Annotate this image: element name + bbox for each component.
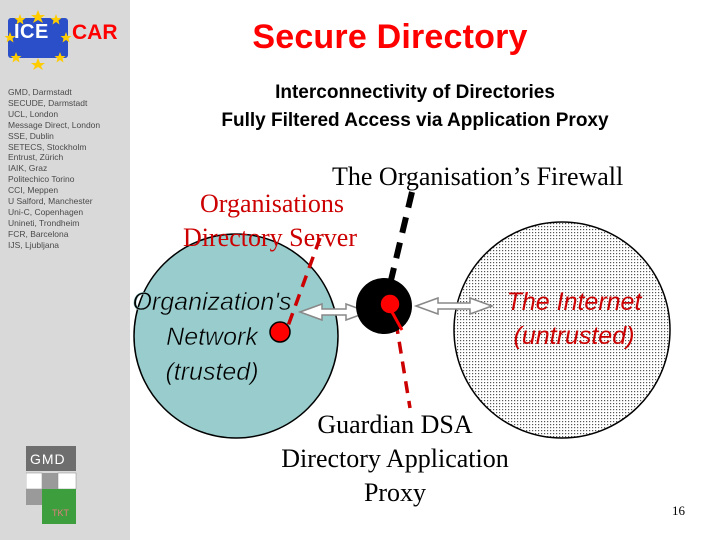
partner-item: Politechico Torino (8, 174, 75, 185)
guardian-pointer-line (394, 321, 412, 409)
guardian-dsa-tick (390, 311, 404, 331)
logo-blue-block (8, 18, 68, 58)
partner-list: GMD, Darmstadt SECUDE, Darmstadt UCL, Lo… (8, 87, 128, 251)
ice-car-logo (4, 10, 72, 70)
partner-item: Unineti, Trondheim (8, 217, 80, 228)
internet-circle (453, 221, 671, 439)
guardian-label-line-1: Guardian DSA (317, 410, 473, 439)
partner-item: GMD, Darmstadt (8, 87, 72, 97)
subtitle-line-2: Fully Filtered Access via Application Pr… (221, 110, 609, 131)
logo-car-text: CAR (72, 21, 118, 44)
slide-title: Secure Directory (252, 18, 528, 56)
guardian-label-line-3: Proxy (363, 478, 427, 507)
directory-server-pointer-line (286, 237, 322, 327)
logo-ice-text: ICE (14, 21, 49, 43)
partner-item: SSE, Dublin (8, 130, 54, 141)
partner-item: SECUDE, Darmstadt (8, 97, 88, 108)
guardian-label-line-2: Directory Application (281, 444, 509, 473)
org-network-label-line-1: Organization's (132, 288, 292, 317)
partner-item: IJS, Ljubljana (8, 239, 60, 250)
partner-item: Message Direct, London (8, 119, 101, 130)
partner-item: Uni-C, Copenhagen (8, 206, 84, 217)
org-network-label-line-2: Network (166, 323, 258, 352)
tkt-logo-text: TKT (52, 508, 70, 518)
partner-item: Entrust, Zürich (8, 152, 64, 163)
right-connection-arrow (413, 296, 495, 316)
page-number: 16 (672, 503, 685, 518)
gmd-logo: GMD TKT (26, 446, 77, 524)
star-ring (4, 10, 72, 70)
firewall-label: The Organisation’s Firewall (332, 162, 624, 191)
trusted-network-circle (133, 233, 339, 439)
sidebar: ICE CAR GMD, Darmstadt SECUDE, Darmstadt… (0, 0, 130, 540)
directory-server-node (269, 321, 291, 343)
org-network-label-line-3: (trusted) (165, 358, 259, 387)
partner-item: FCR, Barcelona (8, 228, 69, 239)
partner-item: SETECS, Stockholm (8, 141, 87, 152)
gmd-logo-text: GMD (30, 451, 66, 467)
partner-item: IAIK, Graz (8, 163, 48, 174)
guardian-dsa-red-dot (379, 293, 401, 315)
directory-server-label-line-2: Directory Server (183, 223, 357, 252)
partner-item: U Salford, Manchester (8, 196, 93, 207)
internet-label-line-2: (untrusted) (513, 322, 635, 350)
subtitle-line-1: Interconnectivity of Directories (275, 82, 555, 103)
partner-item: UCL, London (8, 108, 59, 119)
partner-item: CCI, Meppen (8, 185, 59, 196)
directory-server-label-line-1: Organisations (200, 189, 344, 218)
internet-label-line-1: The Internet (506, 288, 642, 316)
